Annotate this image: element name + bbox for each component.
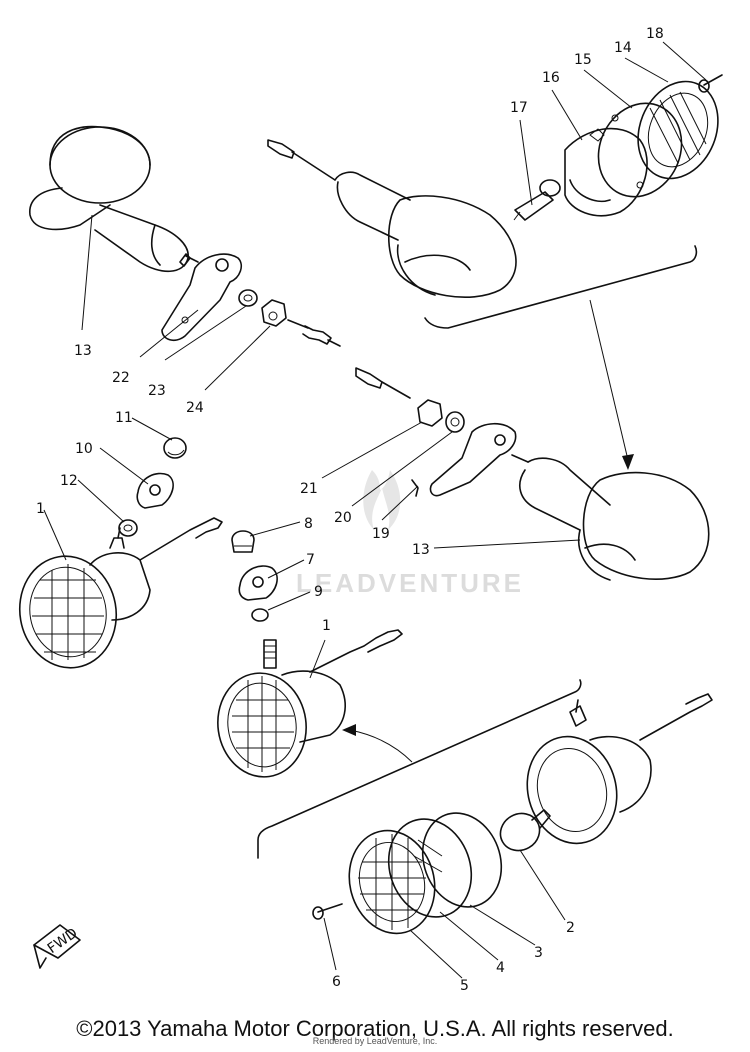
fwd-label: FWD (45, 925, 81, 957)
cap-nut-8 (231, 530, 255, 553)
mounting-bracket-19 (411, 422, 517, 497)
callout-9: 9 (314, 584, 323, 600)
turn-signal-front-left (29, 125, 199, 273)
assembly-arrow-head (622, 454, 634, 470)
callout-4: 4 (496, 960, 505, 976)
callout-24: 24 (186, 400, 204, 416)
clamp-10 (136, 472, 174, 509)
callout-13-right: 13 (412, 542, 430, 558)
leader-lines (43, 41, 707, 979)
assembly-arrow-head-bottom (342, 724, 356, 736)
cap-nut-11 (163, 437, 187, 459)
callout-16: 16 (542, 70, 560, 86)
callout-21: 21 (300, 481, 318, 497)
washer-23 (238, 289, 258, 307)
bulb-2 (499, 809, 551, 852)
callout-numbers: 13 22 23 24 11 10 12 1 8 7 9 1 21 20 19 … (36, 26, 664, 994)
callout-20: 20 (334, 510, 352, 526)
reflector-16 (564, 127, 648, 217)
assembly-arrow-line (589, 299, 629, 461)
callout-23: 23 (148, 383, 166, 399)
clamp-7 (238, 565, 278, 601)
callout-19: 19 (372, 526, 390, 542)
callout-2: 2 (566, 920, 575, 936)
callout-13-top-left: 13 (74, 343, 92, 359)
callout-6: 6 (332, 974, 341, 990)
mounting-bracket-22 (161, 253, 242, 342)
screw-18 (698, 74, 723, 93)
fwd-arrow-icon: FWD (33, 924, 81, 969)
callout-1-left: 1 (36, 501, 45, 517)
callout-15: 15 (574, 52, 592, 68)
callout-22: 22 (112, 370, 130, 386)
turn-signal-front-left-lower (18, 517, 223, 669)
washer-20 (445, 411, 465, 433)
callout-14: 14 (614, 40, 632, 56)
copyright-notice: ©2013 Yamaha Motor Corporation, U.S.A. A… (76, 1016, 674, 1041)
washer-9 (251, 608, 269, 622)
callout-18: 18 (646, 26, 664, 42)
bulb-17 (513, 179, 561, 221)
turn-signal-center (217, 629, 403, 778)
rendered-by-notice: Rendered by LeadVenture, Inc. (312, 1036, 438, 1046)
assembly-brace-top (424, 245, 698, 329)
watermark-logo: LEADVENTURE (296, 470, 524, 598)
watermark-text: LEADVENTURE (296, 568, 524, 598)
callout-3: 3 (534, 945, 543, 961)
callout-1-center: 1 (322, 618, 331, 634)
turn-signal-front-right (267, 139, 517, 298)
callout-11: 11 (115, 410, 133, 426)
nut-21 (417, 399, 443, 427)
lens-5 (348, 829, 436, 935)
gasket-3 (421, 812, 503, 908)
callout-5: 5 (460, 978, 469, 994)
screw-6 (312, 903, 343, 920)
turn-signal-rear-right (511, 454, 710, 581)
washer-12 (118, 519, 138, 537)
callout-12: 12 (60, 473, 78, 489)
callout-10: 10 (75, 441, 93, 457)
callout-8: 8 (304, 516, 313, 532)
nut-24 (261, 299, 341, 347)
callout-7: 7 (306, 552, 315, 568)
callout-17: 17 (510, 100, 528, 116)
lens-14 (637, 80, 719, 180)
turn-signal-housing-bottom (526, 693, 713, 845)
assembly-brace-bottom (257, 679, 582, 859)
assembly-arrow-line-bottom (349, 729, 413, 763)
cable-middle (355, 367, 411, 399)
